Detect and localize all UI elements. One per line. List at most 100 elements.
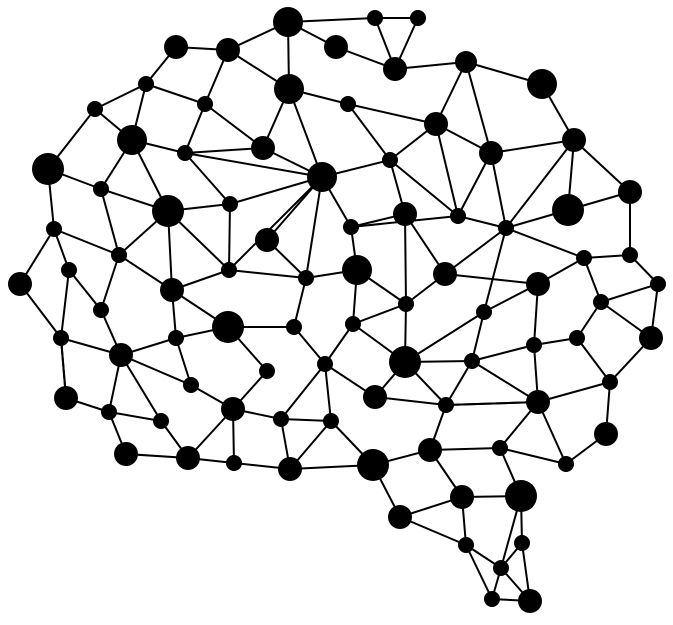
network-node	[117, 125, 147, 155]
network-edge	[404, 213, 407, 305]
network-edge	[184, 147, 264, 154]
network-node	[109, 343, 133, 367]
network-node	[274, 74, 304, 104]
network-node	[479, 141, 503, 165]
network-node	[111, 247, 127, 263]
network-edge	[445, 401, 539, 406]
network-edge	[184, 152, 323, 178]
network-edge	[347, 103, 391, 161]
network-node	[458, 537, 474, 553]
network-node	[593, 294, 609, 310]
network-edge	[53, 228, 120, 256]
network-edge	[184, 152, 231, 205]
network-node	[476, 304, 492, 320]
network-edge	[444, 227, 507, 275]
network-node	[222, 196, 238, 212]
network-node	[114, 442, 138, 466]
network-node	[498, 220, 514, 236]
network-edge	[120, 354, 162, 422]
network-node	[450, 485, 474, 509]
network-node	[622, 247, 638, 263]
network-edge	[483, 227, 507, 313]
network-node	[324, 35, 348, 59]
network-node	[389, 346, 421, 378]
network-edge	[100, 188, 120, 256]
network-edge	[228, 269, 307, 279]
network-edge	[505, 227, 585, 259]
network-node	[8, 272, 32, 296]
network-edge	[228, 176, 323, 271]
network-edge	[457, 215, 507, 229]
network-node	[101, 404, 117, 420]
network-edge	[293, 277, 307, 328]
network-node	[639, 326, 663, 350]
network-node	[273, 411, 289, 427]
network-node	[197, 96, 213, 112]
network-node	[259, 363, 275, 379]
network-node	[87, 101, 103, 117]
network-node	[518, 589, 542, 613]
network-node	[438, 397, 454, 413]
network-node	[383, 57, 407, 81]
network-node	[367, 10, 383, 26]
network-edge	[471, 344, 535, 362]
network-node	[484, 591, 500, 607]
network-node	[558, 456, 574, 472]
network-node	[32, 153, 64, 185]
network-edge	[293, 326, 326, 365]
network-node	[286, 319, 302, 335]
network-edge	[499, 447, 567, 465]
network-node	[278, 457, 302, 481]
network-node	[54, 386, 78, 410]
network-edge	[576, 337, 611, 383]
network-node	[307, 162, 337, 192]
network-node	[160, 278, 184, 302]
network-node	[382, 152, 398, 168]
network-node	[255, 228, 279, 252]
network-node	[433, 262, 457, 286]
network-node	[424, 112, 448, 136]
network-node	[93, 181, 109, 197]
network-node	[398, 296, 414, 312]
network-edge	[324, 323, 354, 365]
network-edge	[389, 159, 459, 217]
network-node	[527, 69, 557, 99]
network-node	[410, 10, 426, 26]
network-edge	[435, 123, 459, 217]
network-node	[177, 145, 193, 161]
network-node	[505, 480, 537, 512]
network-edge	[100, 254, 120, 311]
network-edge	[352, 303, 407, 325]
network-edge	[108, 411, 162, 422]
network-node	[526, 337, 542, 353]
network-edge	[229, 176, 323, 205]
network-edge	[145, 83, 206, 105]
network-edge	[324, 363, 332, 422]
network-edge	[490, 152, 507, 229]
network-node	[323, 413, 339, 429]
network-node	[602, 374, 618, 390]
network-node	[221, 397, 245, 421]
network-node	[53, 330, 69, 346]
network-edge	[573, 139, 631, 193]
network-edge	[347, 103, 437, 125]
network-node	[212, 311, 244, 343]
network-node	[388, 505, 412, 529]
network-node	[345, 316, 361, 332]
network-edge	[471, 360, 539, 403]
network-node	[226, 455, 242, 471]
network-node	[251, 136, 275, 160]
network-edge	[184, 103, 206, 154]
network-node	[562, 128, 586, 152]
network-node	[164, 35, 188, 59]
network-node	[650, 276, 666, 292]
network-node	[357, 449, 389, 481]
network-edges	[19, 17, 659, 602]
network-node	[93, 302, 109, 318]
network-node	[273, 7, 303, 37]
network-node	[46, 221, 62, 237]
network-edge	[445, 360, 473, 406]
network-node	[492, 440, 508, 456]
network-edge	[120, 354, 192, 386]
